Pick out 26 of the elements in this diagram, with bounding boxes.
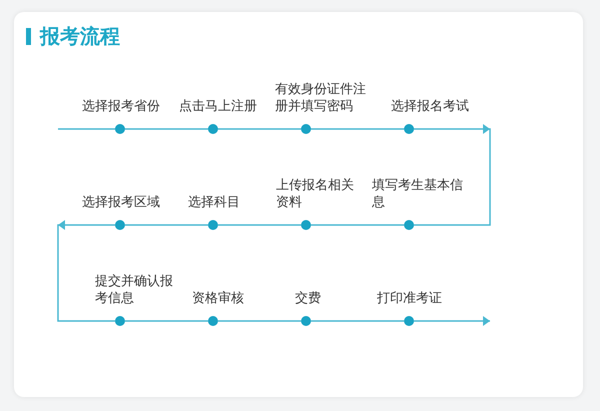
step-label: 资格审核 <box>192 290 245 307</box>
step-label: 交费 <box>295 290 322 307</box>
step-label: 选择报名考试 <box>391 98 470 115</box>
connector <box>414 316 490 326</box>
step-label: 上传报名相关资料 <box>276 177 355 211</box>
step-label: 打印准考证 <box>377 290 443 307</box>
connector <box>57 220 115 322</box>
connector <box>311 128 404 130</box>
connector <box>58 128 115 130</box>
connector <box>125 128 208 130</box>
connector <box>218 128 301 130</box>
section-title: 报考流程 <box>40 23 120 49</box>
connector <box>125 320 208 322</box>
connector <box>311 320 404 322</box>
step-label: 填写考生基本信息 <box>372 177 464 211</box>
step-label: 选择科目 <box>188 194 241 211</box>
connector <box>218 224 301 226</box>
step-label: 选择报考区域 <box>82 194 161 211</box>
step-label: 提交并确认报考信息 <box>95 273 174 307</box>
step-label: 有效身份证件注册并填写密码 <box>275 81 367 115</box>
connector <box>311 224 404 226</box>
step-label: 点击马上注册 <box>179 98 258 115</box>
connector <box>414 124 491 226</box>
step-label: 选择报考省份 <box>82 98 161 115</box>
connector <box>125 224 208 226</box>
connector <box>218 320 301 322</box>
